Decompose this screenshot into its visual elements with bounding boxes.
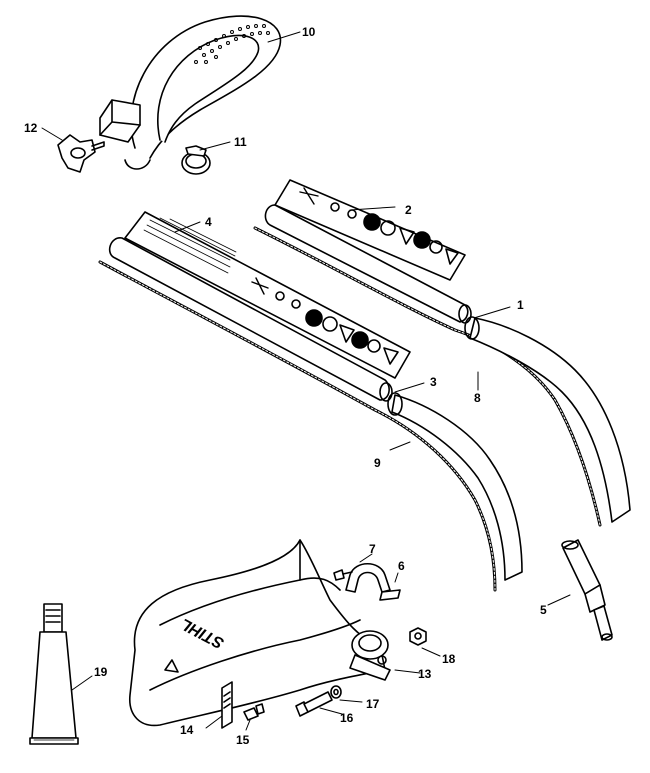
shaft-fitting [561, 539, 613, 641]
tube-clamp [345, 562, 401, 601]
line-cutter-blade [221, 681, 233, 729]
decal-lower [124, 211, 411, 379]
callout-13: 13 [418, 667, 432, 681]
callout-11: 11 [234, 135, 247, 149]
callout-2: 2 [405, 203, 412, 217]
star-knob [57, 134, 105, 173]
deflector-guard [129, 539, 391, 727]
grease-tube [29, 603, 79, 745]
guard-bolt [295, 691, 333, 717]
hex-nut [409, 627, 427, 646]
washer [330, 685, 342, 699]
callout-17: 17 [366, 697, 380, 711]
callout-16: 16 [340, 711, 354, 725]
clamp-screw [333, 569, 353, 581]
decal-upper [274, 179, 466, 281]
blade-screw [243, 703, 265, 721]
drive-tube-upper [253, 204, 631, 527]
callout-12: 12 [24, 121, 38, 135]
callout-3: 3 [430, 375, 437, 389]
callout-8: 8 [474, 391, 481, 405]
drive-tube-lower [98, 237, 523, 592]
leader-lines [41, 31, 571, 731]
callout-14: 14 [180, 723, 194, 737]
callout-18: 18 [442, 652, 456, 666]
callout-4: 4 [205, 215, 212, 229]
callout-9: 9 [374, 456, 381, 470]
callout-1: 1 [517, 298, 524, 312]
loop-handle [99, 15, 282, 170]
callout-5: 5 [540, 603, 547, 617]
callout-labels: 10 11 12 2 4 1 8 3 9 5 6 7 13 18 17 16 1… [24, 25, 547, 747]
callout-7: 7 [369, 542, 376, 556]
clamp-ring [181, 145, 211, 175]
callout-15: 15 [236, 733, 250, 747]
callout-10: 10 [302, 25, 316, 39]
callout-19: 19 [94, 665, 108, 679]
grip-dots [194, 24, 270, 64]
callout-6: 6 [398, 559, 405, 573]
